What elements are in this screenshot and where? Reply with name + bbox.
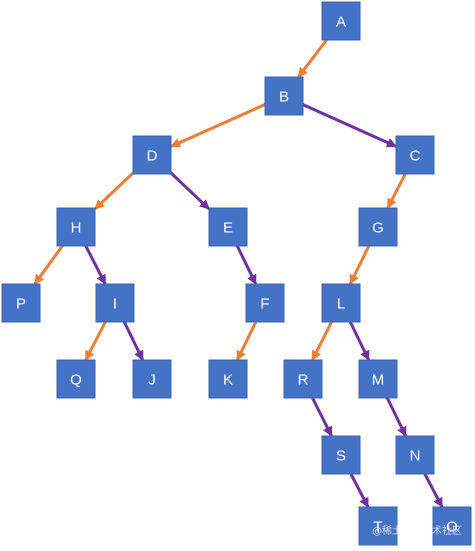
node-s: S xyxy=(321,435,361,475)
node-box-q xyxy=(56,359,96,399)
node-box-p xyxy=(1,283,41,323)
edge-s-to-t xyxy=(349,472,370,508)
edge-b-to-c xyxy=(301,103,397,148)
node-c: C xyxy=(395,135,435,175)
node-label-m: M xyxy=(372,372,385,389)
node-m: M xyxy=(358,359,398,399)
node-o: O xyxy=(432,506,472,546)
node-label-g: G xyxy=(372,220,384,237)
edge-b-to-d xyxy=(170,103,267,148)
node-label-k: K xyxy=(223,372,233,389)
node-box-h xyxy=(56,207,96,247)
edge-i-to-q xyxy=(84,320,107,361)
node-l: L xyxy=(321,283,361,323)
node-box-b xyxy=(264,76,304,116)
node-label-s: S xyxy=(336,448,346,465)
node-box-i xyxy=(95,283,135,323)
node-box-c xyxy=(395,135,435,175)
node-f: F xyxy=(245,283,285,323)
edge-d-to-e xyxy=(169,171,210,210)
edge-g-to-l xyxy=(349,244,371,285)
edge-i-to-j xyxy=(122,320,144,361)
node-j: J xyxy=(132,359,172,399)
node-box-a xyxy=(321,1,361,41)
node-h: H xyxy=(56,207,96,247)
edge-h-to-p xyxy=(33,244,64,285)
edge-h-to-i xyxy=(84,244,107,285)
node-box-k xyxy=(208,359,248,399)
node-label-a: A xyxy=(336,14,346,31)
node-box-d xyxy=(132,135,172,175)
node-a: A xyxy=(321,1,361,41)
node-label-n: N xyxy=(410,448,421,465)
node-box-j xyxy=(132,359,172,399)
node-label-l: L xyxy=(337,296,345,313)
edges-layer xyxy=(33,38,444,508)
node-label-o: O xyxy=(446,519,458,536)
edge-d-to-h xyxy=(94,171,135,210)
node-label-r: R xyxy=(298,372,309,389)
node-box-l xyxy=(321,283,361,323)
node-box-g xyxy=(358,207,398,247)
edge-n-to-o xyxy=(423,472,444,508)
node-n: N xyxy=(395,435,435,475)
node-label-d: D xyxy=(147,148,158,165)
edge-l-to-r xyxy=(311,320,333,361)
node-box-e xyxy=(208,207,248,247)
node-label-j: J xyxy=(148,372,156,389)
node-label-t: T xyxy=(373,519,382,536)
edge-a-to-b xyxy=(297,38,329,78)
edge-m-to-n xyxy=(385,396,407,437)
node-k: K xyxy=(208,359,248,399)
node-g: G xyxy=(358,207,398,247)
node-label-e: E xyxy=(223,220,233,237)
watermark-text: @稀土掘金技术社区 xyxy=(372,524,462,537)
edge-e-to-f xyxy=(235,244,257,285)
node-box-f xyxy=(245,283,285,323)
node-box-s xyxy=(321,435,361,475)
node-label-c: C xyxy=(410,148,421,165)
node-q: Q xyxy=(56,359,96,399)
node-label-q: Q xyxy=(70,372,82,389)
node-box-r xyxy=(283,359,323,399)
node-r: R xyxy=(283,359,323,399)
node-box-n xyxy=(395,435,435,475)
node-label-b: B xyxy=(279,89,289,106)
node-p: P xyxy=(1,283,41,323)
edge-l-to-m xyxy=(348,320,370,361)
edge-c-to-g xyxy=(386,172,407,209)
node-b: B xyxy=(264,76,304,116)
node-label-h: H xyxy=(71,220,82,237)
node-label-f: F xyxy=(260,296,269,313)
node-label-p: P xyxy=(16,296,26,313)
node-box-m xyxy=(358,359,398,399)
node-d: D xyxy=(132,135,172,175)
node-e: E xyxy=(208,207,248,247)
node-box-t xyxy=(358,506,398,546)
node-t: T xyxy=(358,506,398,546)
node-box-o xyxy=(432,506,472,546)
node-i: I xyxy=(95,283,135,323)
edge-r-to-s xyxy=(311,396,333,437)
node-label-i: I xyxy=(113,296,117,313)
edge-f-to-k xyxy=(236,320,258,361)
